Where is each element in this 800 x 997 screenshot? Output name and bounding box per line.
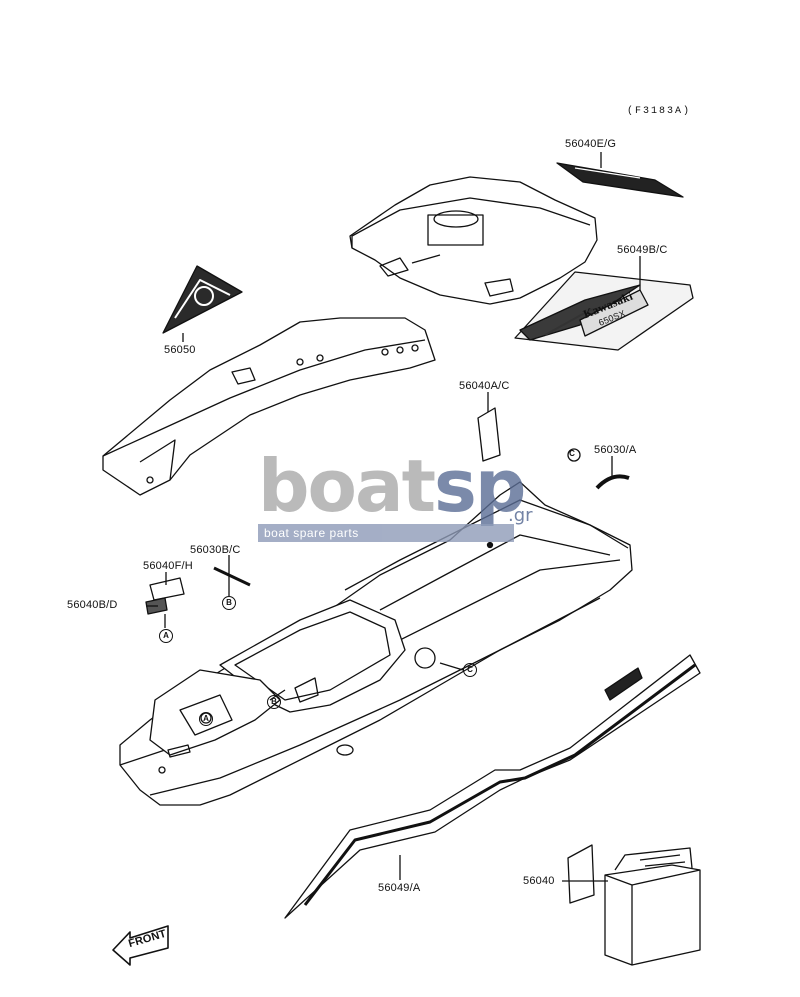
leader-ref-c <box>439 662 464 671</box>
decal-56050 <box>162 265 243 334</box>
hull <box>119 481 633 806</box>
callout-56030b-c: 56030B/C <box>190 544 241 556</box>
decal-56040a-c <box>477 407 501 462</box>
decal-56040 <box>567 844 595 904</box>
callout-56040e-g: 56040E/G <box>565 138 617 150</box>
callout-56050: 56050 <box>164 344 196 356</box>
watermark-logo: boatsp <box>258 444 526 528</box>
front-arrow-icon <box>112 925 169 966</box>
handle-pole <box>102 317 436 496</box>
ref-marker-a: A <box>159 629 173 643</box>
ref-marker-b: B <box>222 596 236 610</box>
ref-marker-a: A <box>199 712 213 726</box>
callout-56030-a: 56030/A <box>594 444 637 456</box>
callout-56049b-c: 56049B/C <box>617 244 668 256</box>
decal-56040e-g <box>556 162 684 198</box>
engine-cover <box>349 176 598 305</box>
decal-56049a <box>284 654 701 919</box>
watermark-suffix: .gr <box>508 505 533 526</box>
decal-56040f-h <box>149 577 185 601</box>
callout-56049-a: 56049/A <box>378 882 421 894</box>
battery <box>604 847 701 966</box>
callout-56040: 56040 <box>523 875 555 887</box>
callout-56040f-h: 56040F/H <box>143 560 193 572</box>
watermark-tagline: boat spare parts <box>258 524 514 542</box>
strip-56030b-c <box>213 566 251 587</box>
figure-code: (F3183A) <box>627 106 692 117</box>
ref-marker-c: C <box>463 663 477 677</box>
callout-56040b-d: 56040B/D <box>67 599 118 611</box>
trim-56030a <box>567 448 630 490</box>
callout-56040a-c: 56040A/C <box>459 380 510 392</box>
ref-marker-b: B <box>267 695 281 709</box>
decal-56049b-c <box>514 271 694 351</box>
ref-marker-c: C <box>569 449 575 458</box>
